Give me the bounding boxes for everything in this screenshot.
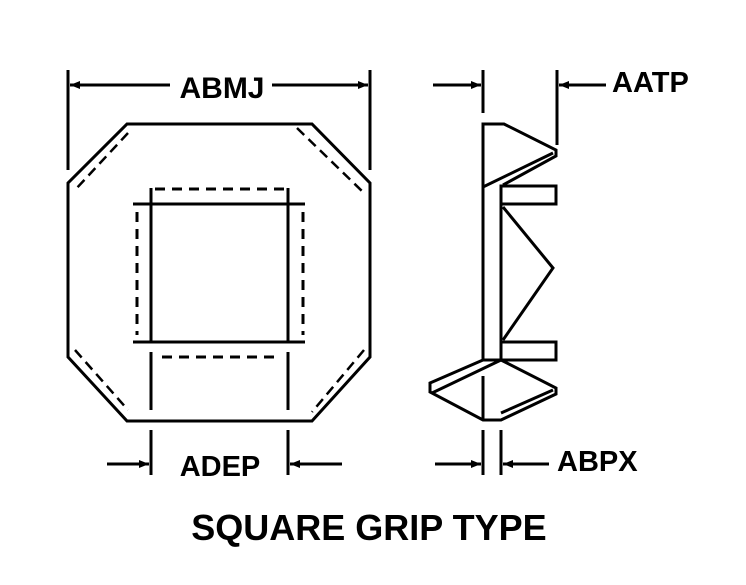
bottom-grip — [428, 358, 558, 422]
bottom-grip-edge-right — [500, 388, 554, 415]
octagon-outline — [66, 122, 372, 423]
hidden-chamfer-lines — [74, 127, 365, 413]
abmj-label-bg — [172, 68, 272, 102]
dim-label-adep: ADEP — [180, 451, 261, 483]
lower-tab — [499, 340, 558, 362]
side-view — [428, 70, 606, 475]
spring-v — [501, 206, 555, 341]
diagram-title: SQUARE GRIP TYPE — [191, 507, 546, 548]
top-grip — [481, 122, 558, 187]
front-view — [66, 70, 372, 475]
bottom-grip-edge-left — [431, 358, 502, 395]
dim-label-abpx: ABPX — [557, 446, 638, 478]
top-grip-edge — [482, 151, 554, 189]
dim-label-aatp: AATP — [612, 67, 689, 99]
hidden-square — [135, 187, 305, 365]
upper-tab — [499, 184, 558, 206]
dim-label-abmj: ABMJ — [179, 72, 264, 105]
